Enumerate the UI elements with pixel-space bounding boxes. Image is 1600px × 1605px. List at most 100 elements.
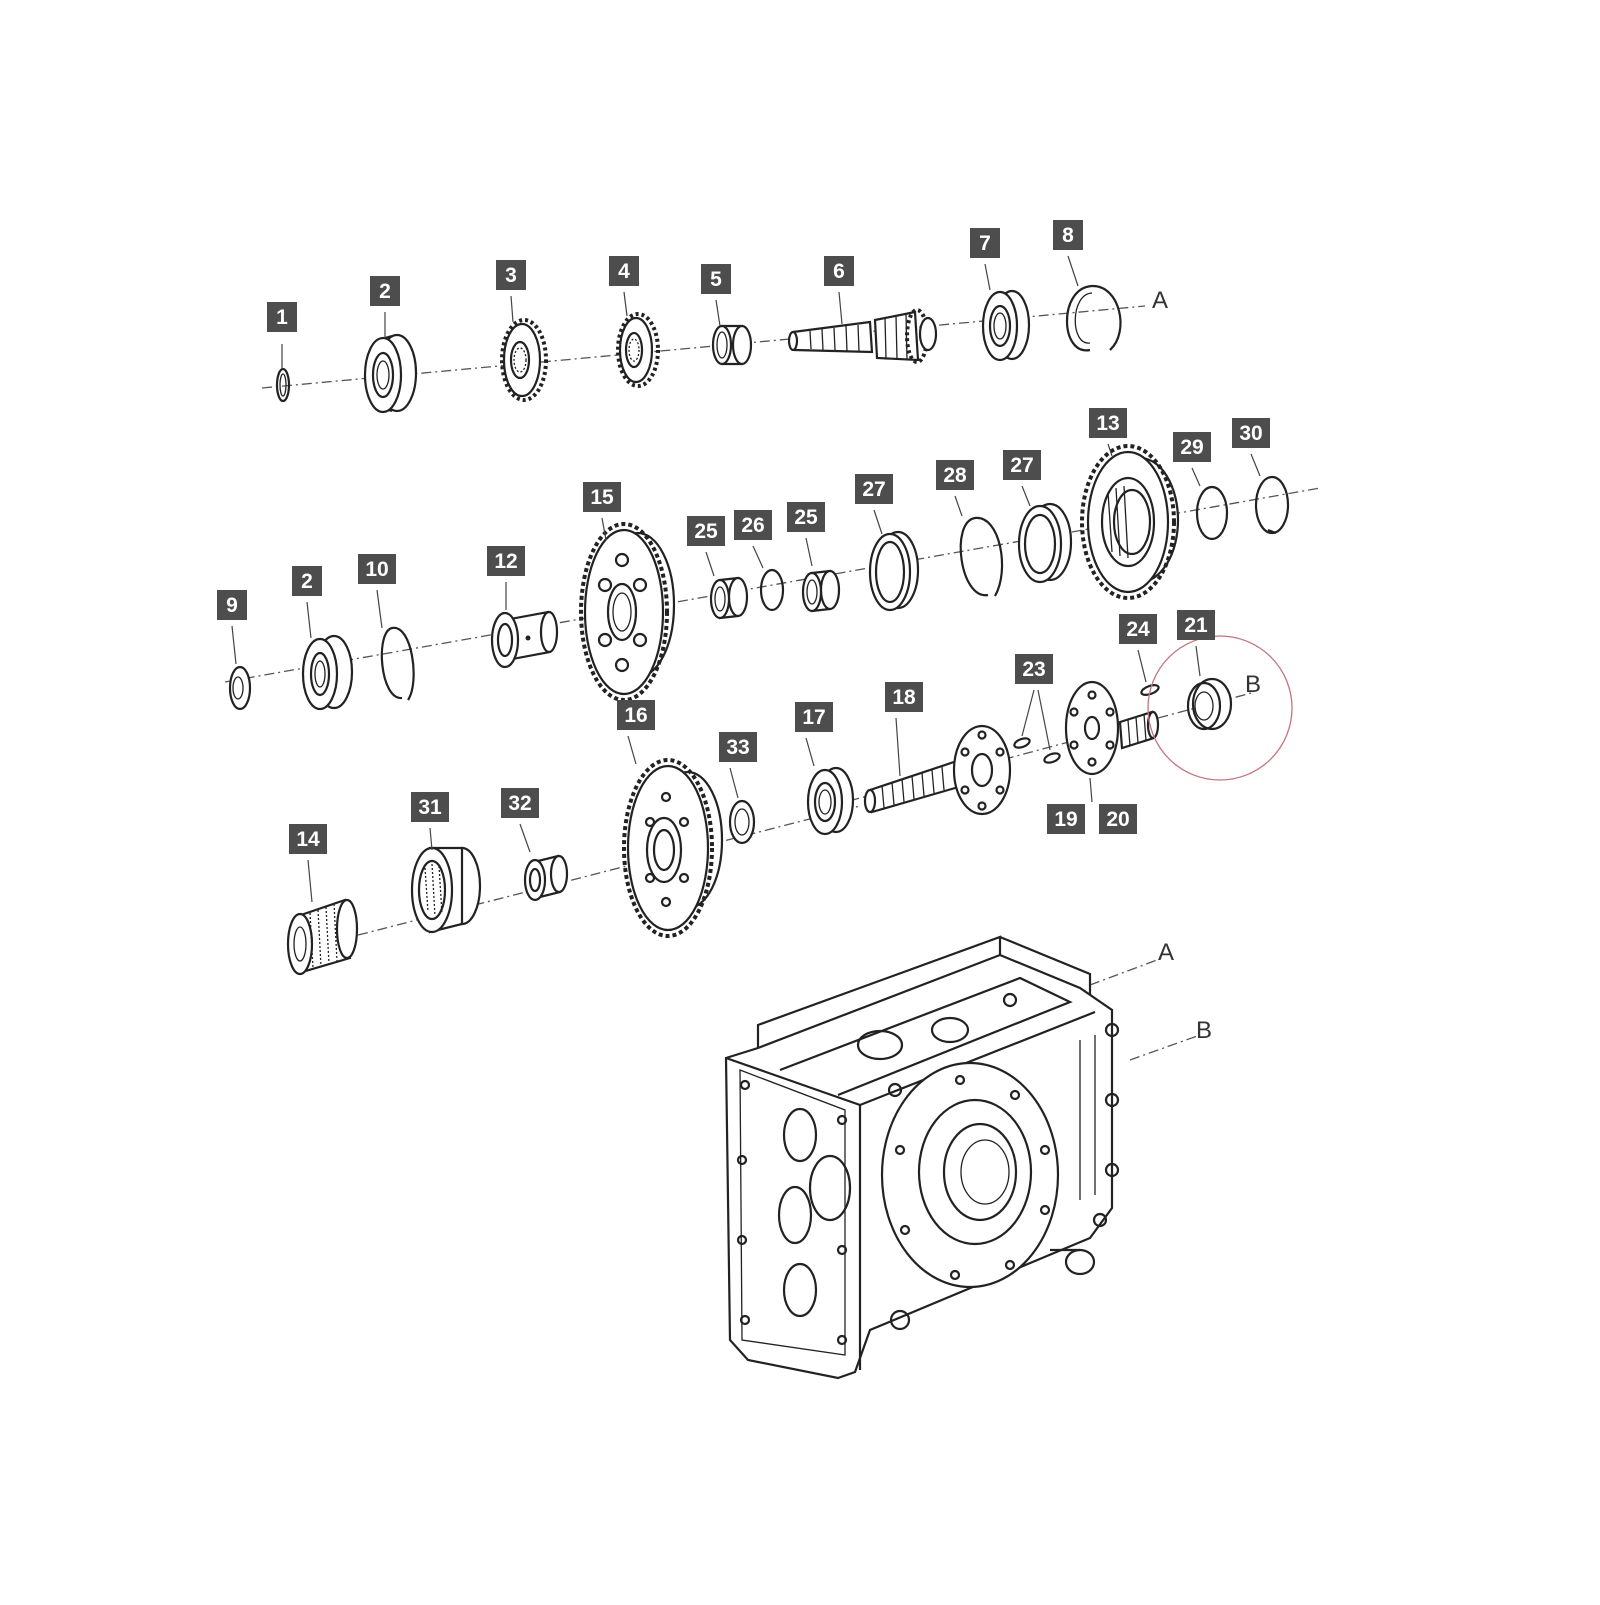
callout-32: 32 [501,788,539,818]
svg-text:27: 27 [862,478,885,501]
callout-18: 18 [885,682,923,712]
callout-1: 1 [267,302,297,332]
part-21-seal [1186,677,1233,731]
svg-text:23: 23 [1022,658,1045,681]
svg-text:2: 2 [301,570,313,593]
callout-28: 28 [936,460,974,490]
part-16-large-gear [622,758,724,938]
part-9-washer [228,665,252,711]
part-1-snap-ring [275,367,291,403]
part-25-bushing-right [801,569,841,613]
svg-text:14: 14 [296,828,320,851]
callout-9: 9 [217,590,247,620]
svg-text:1: 1 [276,306,288,329]
callout-20: 20 [1099,804,1137,834]
callout-10: 10 [358,554,396,584]
svg-text:7: 7 [979,232,991,255]
part-19-flange-disc [1064,680,1120,776]
svg-text:21: 21 [1184,614,1208,637]
axis-label-b-middle: B [1245,671,1261,698]
callout-15: 15 [583,482,621,512]
svg-text:30: 30 [1239,422,1262,445]
callout-25-right: 25 [787,502,825,532]
svg-text:25: 25 [794,506,818,529]
axis-housing-a [1089,956,1166,986]
part-17-bearing [806,766,855,836]
svg-text:10: 10 [365,558,388,581]
part-7-bearing [981,289,1031,362]
part-8-circlip [1065,284,1122,352]
callout-33: 33 [719,732,757,762]
callout-17: 17 [795,702,833,732]
svg-text:6: 6 [833,260,845,283]
part-20-shaft-end [1118,710,1160,750]
part-27-seal-right [1017,502,1073,584]
part-18-output-shaft [863,724,1012,816]
svg-text:19: 19 [1054,808,1077,831]
svg-text:12: 12 [494,550,517,573]
svg-text:25: 25 [694,520,718,543]
part-2-bearing-middle [301,634,354,711]
callout-24: 24 [1119,614,1157,644]
axis-label-a-top: A [1152,287,1168,314]
axis-bottom-row [299,805,861,951]
callout-7: 7 [970,228,1000,258]
part-14-needle-bearing [286,898,359,976]
svg-text:27: 27 [1010,454,1033,477]
part-6-input-shaft [787,308,938,364]
svg-text:13: 13 [1096,412,1119,435]
callout-13: 13 [1089,408,1127,438]
svg-text:2: 2 [379,280,391,303]
part-32-bushing [523,854,569,902]
callouts: 1 2 3 4 5 6 7 8 9 2 10 12 15 25 26 25 27… [217,220,1270,854]
highlight-circle [1147,635,1293,781]
part-4-gear [616,312,660,388]
svg-text:3: 3 [505,264,517,287]
svg-text:28: 28 [943,464,967,487]
callout-21: 21 [1177,610,1215,640]
svg-text:15: 15 [590,486,614,509]
part-30-ring [1254,475,1290,535]
callout-27-left: 27 [855,474,893,504]
part-12-sleeve [490,610,559,669]
axis-housing-b [1129,1034,1201,1061]
part-25-bushing-left [709,576,749,620]
svg-text:9: 9 [226,594,238,617]
part-13-large-gear [1080,444,1180,600]
callout-3: 3 [496,260,526,290]
callout-31: 31 [411,792,449,822]
svg-text:8: 8 [1062,224,1074,247]
callout-25-left: 25 [687,516,725,546]
svg-text:33: 33 [726,736,749,759]
part-23-pins [1013,737,1061,764]
axis-label-b-housing: B [1196,1017,1212,1044]
callout-26: 26 [734,510,772,540]
part-33-washer [728,799,756,845]
svg-text:16: 16 [624,704,647,727]
callout-19: 19 [1047,804,1085,834]
axis-reference-labels: A B A B [1152,287,1261,1044]
callout-27-right: 27 [1003,450,1041,480]
part-3-gear [500,318,548,402]
part-29-ring [1195,485,1229,541]
callout-2-top: 2 [370,276,400,306]
svg-text:26: 26 [741,514,764,537]
svg-text:32: 32 [508,792,531,815]
svg-text:4: 4 [618,260,630,283]
part-2-bearing-top [363,333,418,414]
callout-2-middle: 2 [292,566,322,596]
callout-29: 29 [1173,432,1211,462]
svg-text:29: 29 [1180,436,1203,459]
part-15-large-gear [579,522,676,702]
transmission-housing [724,935,1120,1380]
svg-text:20: 20 [1106,808,1129,831]
callout-8: 8 [1053,220,1083,250]
leader-lines [231,255,1261,903]
assembly-axes [224,305,1321,1061]
axis-shaft-b [829,691,1256,807]
part-26-o-ring [759,568,785,612]
part-27-seal-left [868,530,920,612]
svg-text:24: 24 [1126,618,1150,641]
